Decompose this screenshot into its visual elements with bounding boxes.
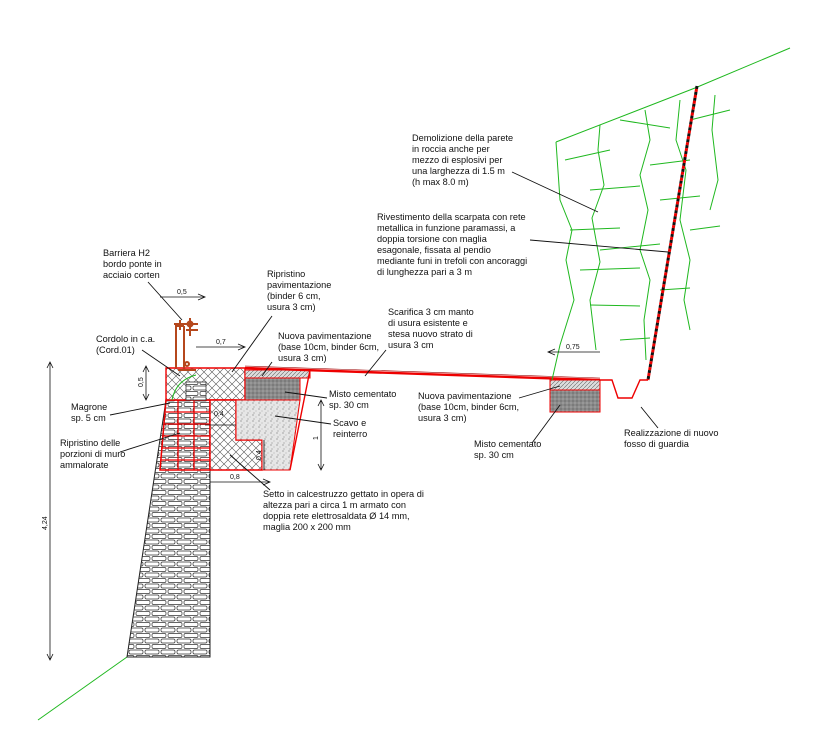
- dim-setto-width: 0,8: [230, 474, 240, 481]
- dim-inner-step: 0,4: [214, 411, 224, 418]
- cordolo-curve: [171, 374, 197, 401]
- leader-lines: [109, 171, 669, 491]
- ground-line-left: [37, 656, 128, 721]
- dim-barrier-width: 0,5: [177, 289, 187, 296]
- stone-wall: [126, 399, 211, 658]
- ground-line-top: [555, 47, 791, 143]
- pavement-layers-1: [244, 369, 311, 379]
- label-cordolo: Cordolo in c.a.(Cord.01): [96, 334, 155, 355]
- misto-cementato-2: [549, 389, 601, 413]
- road-surface: [244, 366, 601, 382]
- rock-mass: [551, 94, 731, 381]
- dim-cordolo-height: 0,5: [138, 377, 145, 387]
- dimension-lines: [46, 293, 600, 661]
- dim-wall-height: 4,24: [42, 516, 49, 530]
- ditch: [600, 379, 648, 399]
- magrone-block: [185, 381, 207, 401]
- label-setto: Setto in calcestruzzo gettato in opera d…: [263, 489, 424, 532]
- pavement-layers-2: [549, 379, 601, 391]
- label-nuova-pavimentazione-1: Nuova pavimentazione(base 10cm, binder 6…: [278, 331, 379, 363]
- label-nuova-pavimentazione-2: Nuova pavimentazione(base 10cm, binder 6…: [418, 391, 519, 423]
- dim-ditch-offset: 0,75: [566, 344, 580, 351]
- dim-cordolo-offset: 0,7: [216, 339, 226, 346]
- misto-cementato-1: [244, 377, 301, 401]
- dim-step-height: 0,4: [256, 450, 263, 460]
- dim-setto-height: 1: [313, 436, 320, 440]
- rockfall-netting: [646, 85, 699, 381]
- barrier-h2: [174, 318, 198, 371]
